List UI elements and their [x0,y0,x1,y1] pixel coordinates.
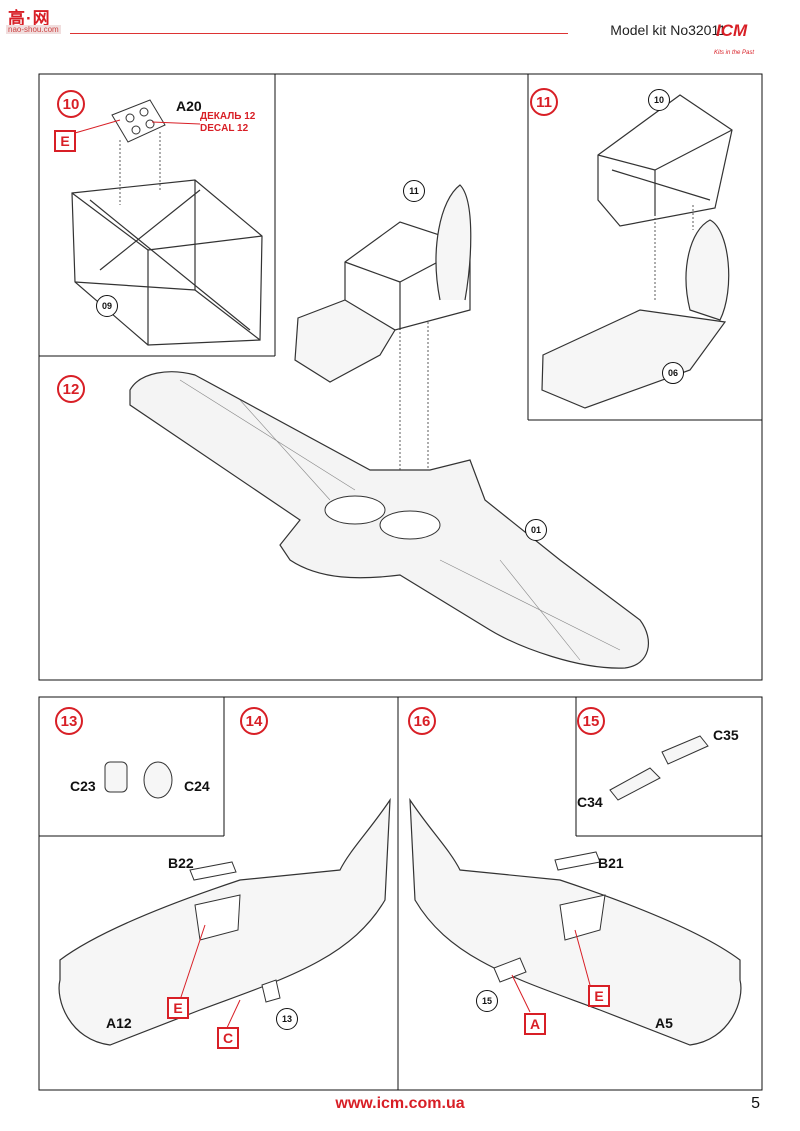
cockpit-frame-assembly-11 [597,94,733,227]
cockpit-tub-assembly [344,184,472,331]
step-16-marker: 16 [408,707,436,735]
parts-c23-c24 [104,761,173,799]
top-panel-frame [38,73,763,681]
label-c23: C23 [70,778,96,794]
step-15-marker: 15 [577,707,605,735]
ref-11: 11 [403,180,425,202]
brand-tagline: Kits in the Past [714,50,755,56]
label-a5: A5 [655,1015,673,1031]
page-number: 5 [751,1095,760,1112]
decal-en: DECAL 12 [200,123,249,134]
color-tag-a-step16: A [524,1013,546,1035]
parts-c34-c35 [609,735,709,801]
step-13-marker: 13 [55,707,83,735]
label-c34: C34 [577,794,603,810]
color-tag-c-step14: C [217,1027,239,1049]
label-a20: A20 [176,98,202,114]
footer-url: www.icm.com.ua [335,1095,465,1112]
cockpit-floor-06 [541,219,730,409]
decal-ru: ДЕКАЛЬ 12 [200,111,256,122]
color-tag-e-step14: E [167,997,189,1019]
instrument-panel-a20 [111,99,166,143]
ref-10: 10 [648,89,670,111]
header-rule [70,33,568,34]
ref-06: 06 [662,362,684,384]
step-11-marker: 11 [530,88,558,116]
bottom-panel-frame [38,696,763,1091]
label-a12: A12 [106,1015,132,1031]
ref-01: 01 [525,519,547,541]
watermark-subtext: nao-shou.com [6,25,61,34]
step-10-marker: 10 [57,90,85,118]
ref-15: 15 [476,990,498,1012]
page-title: Model kit No32011 [610,22,726,38]
label-b22: B22 [168,855,194,871]
step-14-marker: 14 [240,707,268,735]
label-c35: C35 [713,727,739,743]
pilot-frame-assembly-10 [71,179,263,346]
color-tag-e-step16: E [588,985,610,1007]
color-tag-e-step10: E [54,130,76,152]
ref-13: 13 [276,1008,298,1030]
label-c24: C24 [184,778,210,794]
step-12-marker: 12 [57,375,85,403]
watermark-text: 高·网 [8,9,51,28]
ref-09: 09 [96,295,118,317]
label-b21: B21 [598,855,624,871]
brand-logo: ICM [716,21,748,40]
